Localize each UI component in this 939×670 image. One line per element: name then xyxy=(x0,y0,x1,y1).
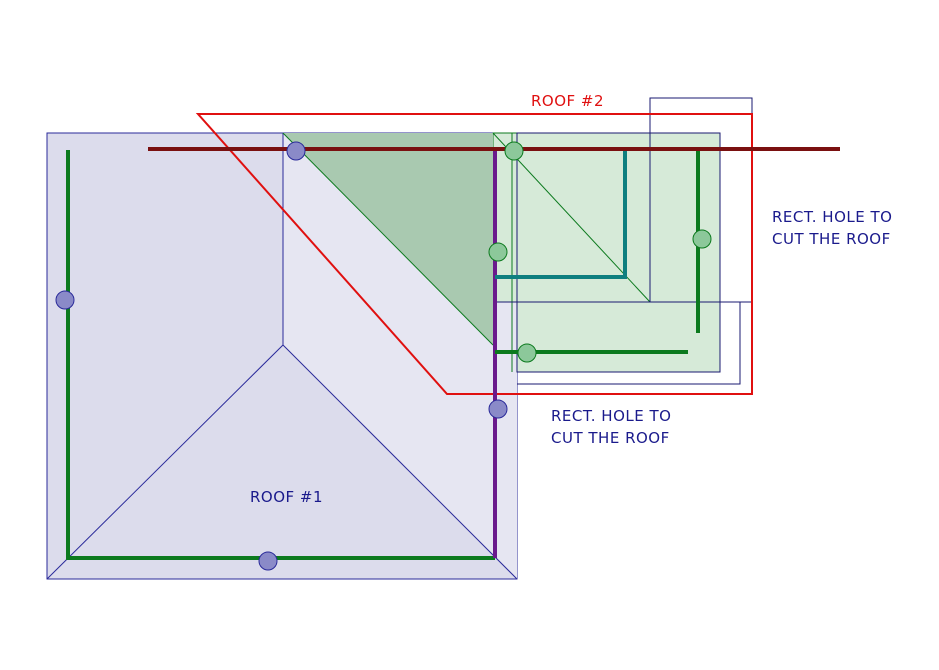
roof-2-face-light xyxy=(492,132,721,373)
marker-green-mid xyxy=(488,242,508,262)
hole-bottom-outline xyxy=(517,301,741,385)
wall-green-left-bottom xyxy=(66,150,495,560)
hole-right-label-line1: RECT. HOLE TO xyxy=(772,208,892,226)
marker-green-right xyxy=(692,229,712,249)
hole-inner-outline xyxy=(516,132,721,373)
wall-markers xyxy=(55,141,712,571)
roof-2-valley xyxy=(282,132,494,346)
marker-green-top xyxy=(504,141,524,161)
hole-outlines xyxy=(493,97,753,385)
roof-1-label: ROOF #1 xyxy=(250,488,323,506)
marker-bottom xyxy=(258,551,278,571)
wall-teal-inner xyxy=(495,150,627,279)
roof-2-label: ROOF #2 xyxy=(531,92,604,110)
hole-bottom-label-line1: RECT. HOLE TO xyxy=(551,407,671,425)
roof-1-hip-left xyxy=(46,344,284,580)
marker-green-lower xyxy=(517,343,537,363)
marker-center-right xyxy=(488,399,508,419)
hole-bottom-label-line2: CUT THE ROOF xyxy=(551,429,670,447)
hole-right-label-line2: CUT THE ROOF xyxy=(772,230,891,248)
walls xyxy=(66,147,840,560)
roof-1-hip-right xyxy=(282,344,518,580)
marker-left xyxy=(55,290,75,310)
roof-2-outline xyxy=(195,113,753,395)
marker-top xyxy=(286,141,306,161)
